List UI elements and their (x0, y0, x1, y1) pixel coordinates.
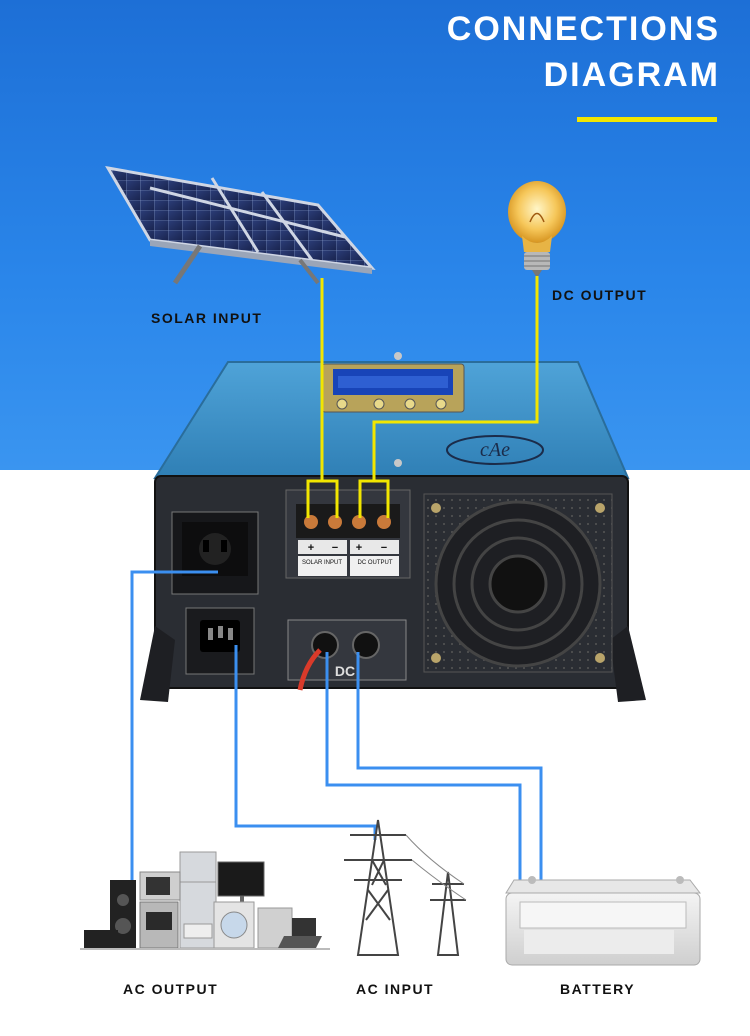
svg-text:cAe: cAe (480, 439, 510, 461)
battery-icon (505, 876, 702, 966)
dcout-minus-label: − (381, 542, 387, 554)
solar-panel-icon (105, 165, 376, 285)
title-line-1: CONNECTIONS (446, 10, 720, 48)
battery-terminals: DC (287, 619, 407, 691)
terminal-block: + − + − SOLAR INPUT DC OUTPUT (285, 489, 411, 579)
dc-output-label: DC OUTPUT (552, 287, 648, 303)
inverter-unit: cAe (153, 352, 630, 479)
panel-solar-input-label: SOLAR INPUT (302, 560, 342, 566)
dc-terminal-label: DC (335, 663, 355, 679)
light-bulb-icon (508, 181, 566, 278)
battery-label: BATTERY (560, 981, 636, 997)
solar-plus-label: + (308, 542, 314, 554)
title-line-2: DIAGRAM (543, 56, 720, 94)
home-appliances-icon (80, 851, 330, 950)
ac-output-label: AC OUTPUT (123, 981, 219, 997)
title-underline (577, 117, 717, 122)
dcout-plus-label: + (356, 542, 362, 554)
blue-wires (130, 570, 543, 905)
ac-input-socket (185, 607, 255, 675)
inverter-front-panel: + − + − SOLAR INPUT DC OUTPUT DC (140, 475, 646, 702)
power-pylon-icon (344, 819, 467, 956)
cooling-fan-icon (423, 493, 613, 673)
ac-output-socket (171, 511, 259, 595)
page-title: CONNECTIONS DIAGRAM (447, 6, 720, 98)
yellow-wires (306, 276, 539, 518)
ac-input-label: AC INPUT (356, 981, 435, 997)
solar-input-label: SOLAR INPUT (151, 310, 263, 326)
solar-minus-label: − (332, 542, 338, 554)
panel-dc-output-label: DC OUTPUT (358, 560, 393, 566)
